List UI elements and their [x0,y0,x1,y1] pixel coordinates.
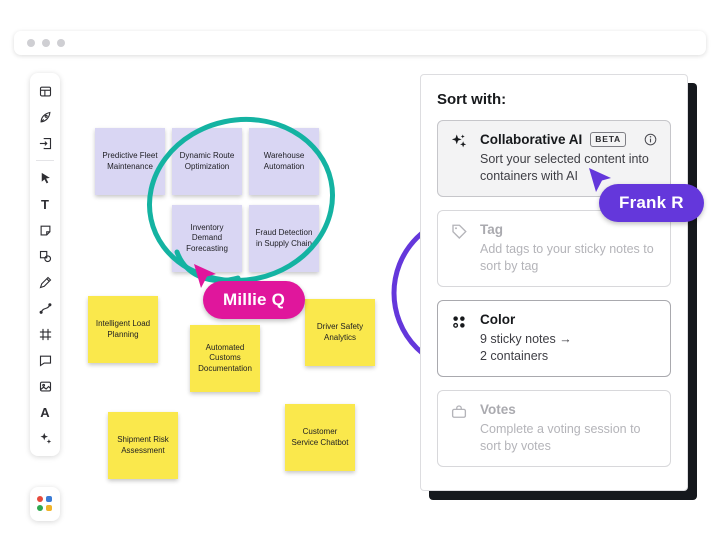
cursor-label: Millie Q [203,281,306,319]
sort-option-color[interactable]: Color 9 sticky notes → 2 containers [437,299,671,378]
info-icon[interactable] [643,132,658,147]
pen-icon[interactable] [32,269,58,295]
frame-icon[interactable] [32,321,58,347]
sparkles-icon [450,133,470,151]
apps-grid-icon [37,496,53,512]
sticky-note[interactable]: Customer Service Chatbot [285,404,355,471]
toolbar: T A [30,73,60,456]
option-description: Add tags to your sticky notes to sort by… [480,241,654,273]
option-title: Color [480,311,516,327]
sticky-note[interactable]: Warehouse Automation [249,128,319,195]
templates-icon[interactable] [32,78,58,104]
apps-icon[interactable] [30,487,60,521]
tag-icon [450,223,470,241]
toolbar-divider [36,160,54,161]
import-icon[interactable] [32,130,58,156]
option-description-line1: 9 sticky notes → [480,331,572,346]
option-title: Tag [480,221,503,237]
option-description: Complete a voting session to sort by vot… [480,422,641,454]
text-icon[interactable]: T [41,196,49,212]
sticky-note[interactable]: Fraud Detection in Supply Chain [249,205,319,272]
comment-icon[interactable] [32,347,58,373]
votes-icon [450,403,470,421]
option-description: Sort your selected content into containe… [480,152,649,183]
sticky-note[interactable]: Dynamic Route Optimization [172,128,242,195]
option-title: Collaborative AI [480,132,583,148]
window-dot [42,39,50,47]
sort-option-collaborative-ai[interactable]: Collaborative AI BETA Sort your selected… [437,120,671,197]
window-dot [57,39,65,47]
font-icon[interactable]: A [40,404,50,420]
sticky-note[interactable]: Inventory Demand Forecasting [172,205,242,272]
rocket-icon[interactable] [32,104,58,130]
sort-panel: Sort with: Collaborative AI BETA Sort yo… [420,74,688,492]
option-title: Votes [480,402,516,418]
beta-badge: BETA [590,132,626,148]
sort-option-tag[interactable]: Tag Add tags to your sticky notes to sor… [437,209,671,287]
option-description-line2: 2 containers [480,349,549,364]
ai-sparkle-icon[interactable] [32,425,58,451]
sticky-note[interactable]: Automated Customs Documentation [190,325,260,392]
sticky-note[interactable]: Intelligent Load Planning [88,296,158,363]
connector-icon[interactable] [32,295,58,321]
sticky-note[interactable]: Driver Safety Analytics [305,299,375,366]
sticky-note-icon[interactable] [32,217,58,243]
window-dot [27,39,35,47]
sticky-note[interactable]: Predictive Fleet Maintenance [95,128,165,195]
color-dots-icon [450,313,470,331]
image-icon[interactable] [32,373,58,399]
browser-bar [14,31,706,55]
sort-option-votes[interactable]: Votes Complete a voting session to sort … [437,390,671,468]
select-cursor-icon[interactable] [32,165,58,191]
sort-panel-title: Sort with: [437,91,507,108]
sticky-note[interactable]: Shipment Risk Assessment [108,412,178,479]
shapes-icon[interactable] [32,243,58,269]
